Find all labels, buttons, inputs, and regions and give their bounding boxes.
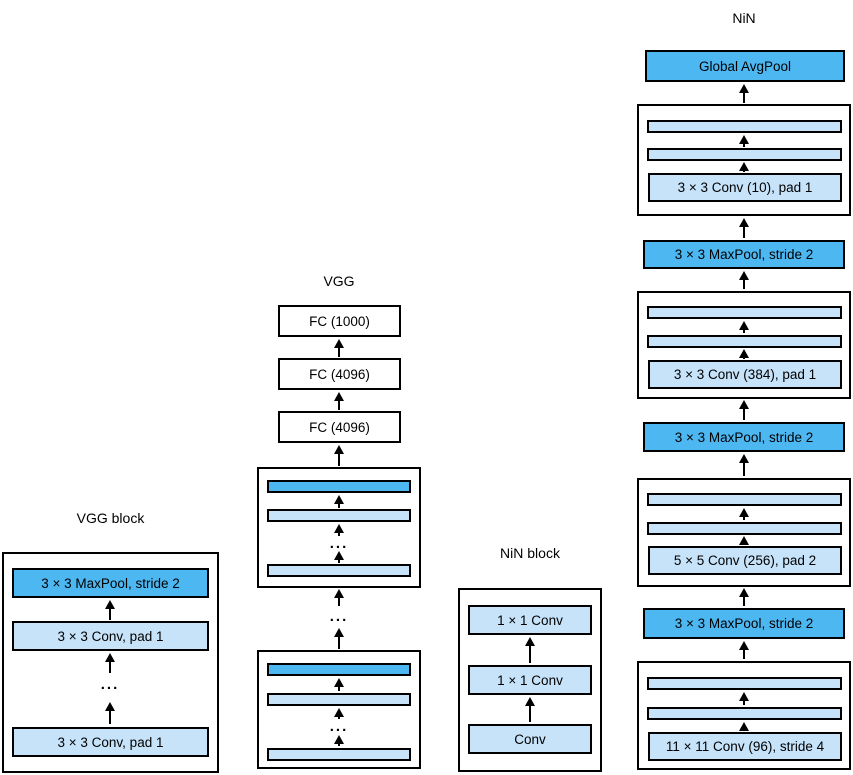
arrow-up-icon [333,589,345,606]
arrow-up-icon [738,722,750,731]
nin-conv256-box: 5 × 5 Conv (256), pad 2 [648,546,842,575]
arrow-up-icon [738,536,750,545]
arrow-up-icon [333,339,345,357]
vgg-fc1000-box: FC (1000) [278,305,401,337]
nin-block-conv1x1-box: 1 × 1 Conv [468,665,592,695]
conv1x1-layer-bar [647,306,842,319]
nin-maxpool-box: 3 × 3 MaxPool, stride 2 [643,240,845,269]
ellipsis: ... [329,608,349,625]
arrow-up-icon [738,135,750,147]
arrow-up-icon [104,702,116,724]
arrow-up-icon [738,84,750,103]
nin-maxpool-box: 3 × 3 MaxPool, stride 2 [643,608,845,639]
arrow-up-icon [333,678,345,691]
conv1x1-layer-bar [647,335,842,348]
ellipsis: ... [329,718,349,735]
arrow-up-icon [333,735,345,746]
ellipsis: ... [100,676,120,693]
arrow-up-icon [738,508,750,520]
arrow-up-icon [333,628,345,649]
arrow-up-icon [333,551,345,563]
conv1x1-layer-bar [647,522,842,535]
maxpool-layer-bar [267,480,411,493]
nin-global-avgpool-box: Global AvgPool [645,50,845,82]
conv1x1-layer-bar [647,707,842,720]
arrow-up-icon [738,271,750,289]
vgg-block-maxpool-box: 3 × 3 MaxPool, stride 2 [12,568,209,598]
arrow-up-icon [333,445,345,466]
vgg-fc4096-box: FC (4096) [278,358,401,390]
conv-layer-bar [267,509,411,522]
conv-layer-bar [267,564,411,577]
arrow-up-icon [738,162,750,172]
arrow-up-icon [738,349,750,359]
arrow-up-icon [738,454,750,476]
nin-block-title: NiN block [500,545,560,561]
arrow-up-icon [738,400,750,420]
conv1x1-layer-bar [647,148,842,161]
maxpool-layer-bar [267,663,411,676]
vgg-block-conv-box: 3 × 3 Conv, pad 1 [12,621,209,651]
nin-maxpool-box: 3 × 3 MaxPool, stride 2 [643,422,845,452]
arrow-up-icon [738,218,750,238]
vgg-block-title: VGG block [76,510,145,526]
conv-layer-bar [267,748,411,761]
vgg-block-conv-box: 3 × 3 Conv, pad 1 [12,727,209,757]
arrow-up-icon [524,697,536,722]
nin-conv96-box: 11 × 11 Conv (96), stride 4 [648,732,842,761]
vgg-title: VGG [323,273,355,289]
arrow-up-icon [104,600,116,620]
nin-conv384-box: 3 × 3 Conv (384), pad 1 [648,360,842,389]
conv1x1-layer-bar [647,677,842,690]
arrow-up-icon [104,653,116,673]
conv1x1-layer-bar [647,120,842,133]
vgg-fc4096-box: FC (4096) [278,411,401,443]
nin-block-conv1x1-box: 1 × 1 Conv [468,605,592,635]
arrow-up-icon [333,392,345,410]
arrow-up-icon [738,692,750,705]
arrow-up-icon [333,495,345,508]
nin-block-conv-box: Conv [468,724,592,754]
conv-layer-bar [267,693,411,706]
arrow-up-icon [738,641,750,659]
arrow-up-icon [524,637,536,663]
nin-title: NiN [732,10,756,26]
ellipsis: ... [329,535,349,552]
arrow-up-icon [333,524,345,536]
conv1x1-layer-bar [647,493,842,506]
arrow-up-icon [333,708,345,719]
arrow-up-icon [738,321,750,333]
nin-conv10-box: 3 × 3 Conv (10), pad 1 [648,173,842,202]
arrow-up-icon [738,588,750,606]
